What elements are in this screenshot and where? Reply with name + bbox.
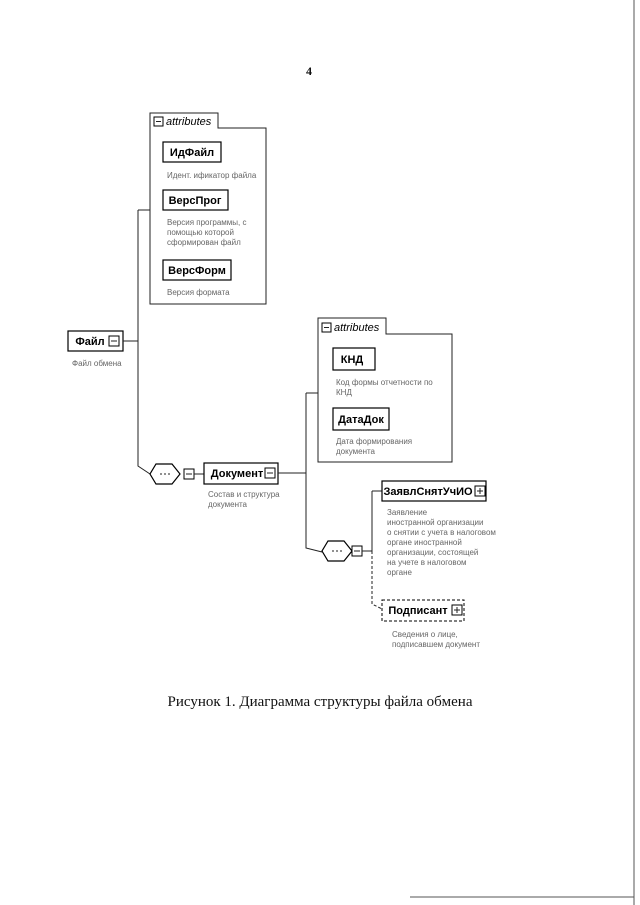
attr-box-knd[interactable]: КНД (332, 347, 376, 371)
element-desc: на учете в налоговом (387, 558, 467, 567)
element-desc: подписавшем документ (392, 640, 480, 649)
element-desc: Сведения о лице, (392, 630, 458, 639)
attr-desc: Версия формата (167, 288, 230, 297)
element-desc: Заявление (387, 508, 428, 517)
attr-desc: КНД (336, 388, 352, 397)
attr-desc: сформирован файл (167, 238, 241, 247)
document-desc: документа (208, 500, 248, 509)
attr-box-versform[interactable]: ВерсФорм (162, 259, 232, 281)
figure-caption: Рисунок 1. Диаграмма структуры файла обм… (167, 694, 473, 710)
root-label: Файл (75, 336, 104, 348)
attributes-header: attributes (166, 116, 212, 128)
connector-optional (371, 551, 383, 610)
sequence-compositor-1[interactable] (149, 463, 195, 485)
attr-label: ВерсПрог (169, 195, 222, 207)
page-number: 4 (306, 64, 312, 78)
attr-label: ИдФайл (170, 147, 214, 159)
connector (137, 210, 151, 475)
attributes-group-top: attributes ИдФайл Идент. ификатор файла … (149, 112, 267, 305)
attr-desc: Дата формирования (336, 437, 412, 446)
root-desc: Файл обмена (72, 359, 122, 368)
element-document[interactable]: Документ (203, 462, 279, 485)
attr-box-idfile[interactable]: ИдФайл (162, 141, 222, 163)
element-desc: органе (387, 568, 413, 577)
element-zayavl[interactable]: ЗаявлСнятУчИО (381, 480, 488, 503)
element-desc: органе иностранной (387, 538, 462, 547)
element-desc: о снятии с учета в налоговом (387, 528, 496, 537)
attr-label: ДатаДок (338, 414, 384, 426)
attr-box-versprog[interactable]: ВерсПрог (162, 189, 229, 211)
attr-desc: помощью которой (167, 228, 234, 237)
root-element-file[interactable]: Файл (67, 330, 124, 352)
attr-desc: Версия программы, с (167, 218, 247, 227)
attributes-group-document: attributes КНД Код формы отчетности по К… (317, 317, 453, 463)
sequence-compositor-2[interactable] (321, 540, 363, 562)
document-label: Документ (211, 468, 264, 480)
element-desc: иностранной организации (387, 518, 484, 527)
attr-box-datadok[interactable]: ДатаДок (332, 407, 390, 431)
attr-desc: Код формы отчетности по (336, 378, 433, 387)
attr-label: КНД (341, 354, 364, 366)
attr-label: ВерсФорм (168, 265, 226, 277)
element-label: Подписант (388, 605, 448, 617)
element-podpisant[interactable]: Подписант (381, 599, 465, 622)
element-desc: организации, состоящей (387, 548, 478, 557)
document-desc: Состав и структура (208, 490, 280, 499)
connector (305, 393, 323, 553)
attributes-header: attributes (334, 322, 380, 334)
element-label: ЗаявлСнятУчИО (383, 486, 473, 498)
attr-desc: Идент. ификатор файла (167, 171, 257, 180)
attr-desc: документа (336, 447, 376, 456)
